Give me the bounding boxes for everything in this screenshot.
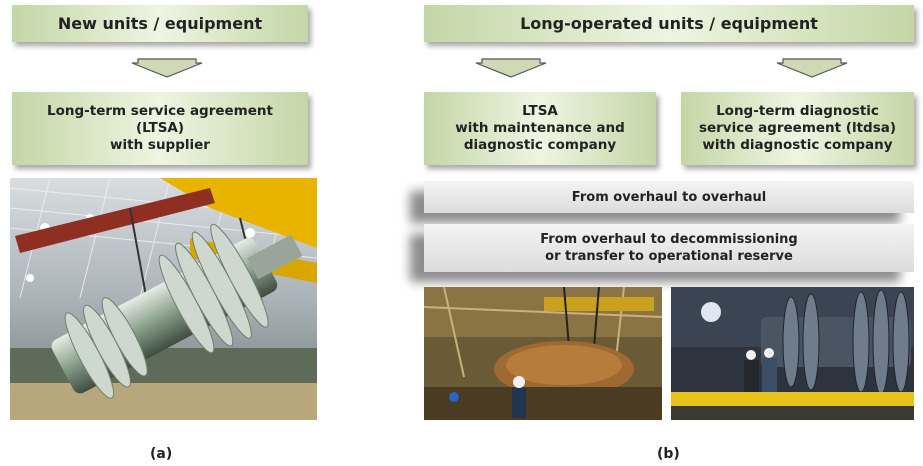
caption-a: (a) <box>150 446 173 462</box>
overhaul-to-decommissioning-bar: From overhaul to decommissioning or tran… <box>424 224 914 272</box>
caption-b: (b) <box>657 446 680 462</box>
ltsa-maintenance-text: LTSA with maintenance and diagnostic com… <box>455 103 625 153</box>
down-arrow-left-icon <box>475 58 547 78</box>
ltsa-supplier-text: Long-term service agreement (LTSA) with … <box>47 103 273 153</box>
ltsa-maintenance-box: LTSA with maintenance and diagnostic com… <box>424 92 656 165</box>
long-operated-header: Long-operated units / equipment <box>424 5 914 42</box>
turbine-rotor-photo <box>10 178 317 420</box>
new-units-header-text: New units / equipment <box>57 14 263 33</box>
ltdsa-diagnostic-text: Long-term diagnostic service agreement (… <box>698 103 897 153</box>
rotor-inspection-photo <box>671 287 914 420</box>
long-operated-header-text: Long-operated units / equipment <box>520 14 818 33</box>
overhaul-to-overhaul-bar: From overhaul to overhaul <box>424 181 914 213</box>
down-arrow-right-icon <box>776 58 848 78</box>
ltdsa-diagnostic-box: Long-term diagnostic service agreement (… <box>681 92 914 165</box>
new-units-header: New units / equipment <box>12 5 308 42</box>
casing-lift-photo <box>424 287 662 420</box>
ltsa-supplier-box: Long-term service agreement (LTSA) with … <box>12 92 308 165</box>
overhaul-to-overhaul-text: From overhaul to overhaul <box>571 189 767 205</box>
down-arrow-icon <box>131 58 203 78</box>
overhaul-to-decommissioning-text: From overhaul to decommissioning or tran… <box>540 232 798 264</box>
